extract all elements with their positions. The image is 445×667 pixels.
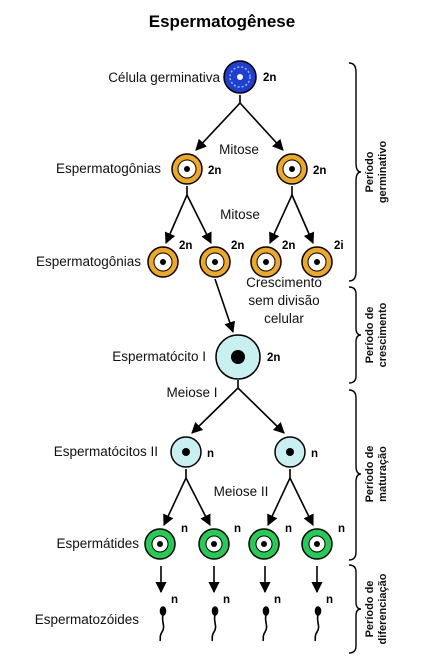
spermatozoon-icon bbox=[211, 606, 219, 642]
ploidy-label: n bbox=[338, 523, 345, 535]
germ-cell bbox=[223, 60, 257, 94]
period-differentiation: Período de diferenciação bbox=[364, 573, 389, 644]
ploidy-label: 2n bbox=[267, 352, 280, 364]
secondary-spermatocyte-cell bbox=[274, 436, 306, 468]
label-growth-line3: celular bbox=[264, 311, 304, 326]
label-spermatozoa: Espermatozóides bbox=[35, 612, 140, 627]
label-meiosis-2: Meiose II bbox=[214, 484, 269, 499]
mitosis-arrow bbox=[186, 194, 212, 245]
ploidy-label: n bbox=[311, 448, 318, 460]
ploidy-label: 2i bbox=[334, 240, 344, 252]
brace-differentiation bbox=[348, 564, 362, 654]
diagram-title: Espermatogênese bbox=[149, 12, 295, 31]
period-germinative-line1: Período bbox=[364, 151, 376, 192]
label-primary-spermatocyte: Espermatócito I bbox=[112, 349, 206, 364]
ploidy-label: 2n bbox=[179, 240, 192, 252]
spermatozoon-icon bbox=[314, 606, 322, 642]
period-maturation-line1: Período de bbox=[364, 446, 376, 503]
ploidy-label: n bbox=[274, 594, 281, 606]
label-meiosis-1: Meiose I bbox=[166, 385, 217, 400]
secondary-spermatocyte-cell bbox=[170, 436, 202, 468]
ploidy-label: n bbox=[207, 448, 214, 460]
label-growth-line1: Crescimento bbox=[246, 275, 322, 290]
meiosis-arrow bbox=[163, 469, 187, 527]
meiosis-arrow bbox=[289, 477, 314, 527]
mitosis-arrow bbox=[269, 186, 293, 245]
meiosis-arrow bbox=[185, 477, 211, 526]
ploidy-label: 2n bbox=[231, 240, 244, 252]
mitosis-arrow bbox=[291, 194, 315, 245]
spermatogonium-cell bbox=[171, 153, 203, 185]
label-spermatogonia-1: Espermatogônias bbox=[56, 161, 161, 176]
period-growth-line1: Período de bbox=[364, 307, 376, 364]
spermatogonium-cell bbox=[147, 246, 179, 278]
period-germinative-line2: germinativo bbox=[377, 141, 389, 204]
meiosis-arrow bbox=[237, 387, 285, 434]
mitosis-arrow bbox=[164, 186, 188, 245]
period-germinative: Período germinativo bbox=[364, 141, 389, 204]
spermatogonium-cell bbox=[250, 246, 282, 278]
spermatogonium-cell bbox=[276, 153, 308, 185]
label-secondary-spermatocytes: Espermatócitos II bbox=[54, 444, 158, 459]
spermatid-cell bbox=[248, 528, 280, 560]
spermatogonium-cell bbox=[301, 246, 333, 278]
brace-growth bbox=[348, 286, 362, 384]
spermatozoon-icon bbox=[159, 606, 167, 642]
ploidy-label: n bbox=[326, 594, 333, 606]
ploidy-label: n bbox=[285, 523, 292, 535]
period-growth-line2: crescimento bbox=[377, 302, 389, 367]
ploidy-label: n bbox=[171, 594, 178, 606]
label-germ-cell: Célula germinativa bbox=[108, 70, 220, 85]
period-differentiation-line2: diferenciação bbox=[377, 573, 389, 644]
label-spermatids: Espermátides bbox=[56, 536, 139, 551]
label-mitosis-1: Mitose bbox=[219, 142, 259, 157]
period-maturation: Período de maturação bbox=[364, 446, 389, 503]
ploidy-label: n bbox=[181, 523, 188, 535]
ploidy-label: n bbox=[223, 594, 230, 606]
ploidy-label: 2n bbox=[263, 72, 276, 84]
period-maturation-line2: maturação bbox=[377, 446, 389, 502]
brace-germinative bbox=[348, 62, 362, 282]
label-growth-line2: sem divisão bbox=[248, 293, 319, 308]
period-growth: Período de crescimento bbox=[364, 302, 389, 367]
brace-maturation bbox=[348, 389, 362, 561]
spermatid-cell bbox=[198, 528, 230, 560]
period-differentiation-line1: Período de bbox=[364, 581, 376, 638]
label-spermatogonia-2: Espermatogônias bbox=[36, 254, 141, 269]
label-mitosis-2: Mitose bbox=[220, 207, 260, 222]
ploidy-label: 2n bbox=[313, 165, 326, 177]
growth-arrow bbox=[214, 278, 236, 334]
ploidy-label: n bbox=[234, 523, 241, 535]
ploidy-label: 2n bbox=[208, 165, 221, 177]
spermatid-cell bbox=[301, 528, 333, 560]
ploidy-label: 2n bbox=[282, 240, 295, 252]
primary-spermatocyte-cell bbox=[215, 334, 261, 380]
spermatogonium-cell bbox=[199, 246, 231, 278]
spermatozoon-icon bbox=[262, 606, 270, 642]
meiosis-arrow bbox=[267, 469, 291, 527]
spermatid-cell bbox=[144, 528, 176, 560]
mitosis-arrow bbox=[239, 102, 284, 151]
